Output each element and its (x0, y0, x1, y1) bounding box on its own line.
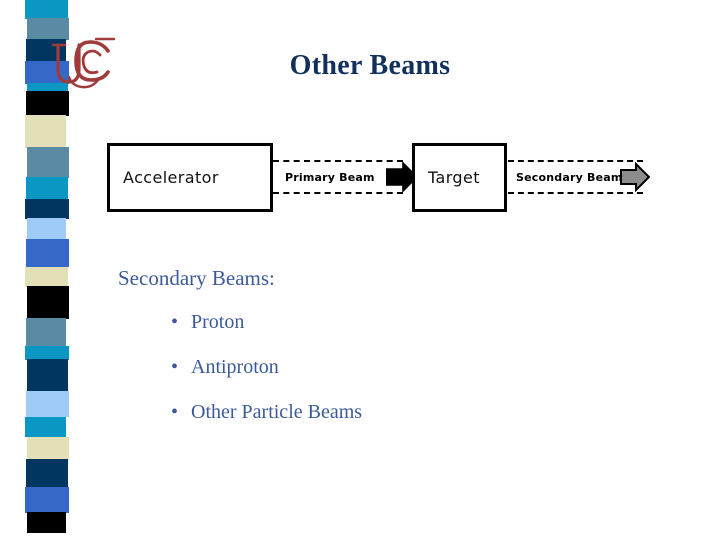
stripe-band (26, 391, 69, 418)
page-title: Other Beams (289, 50, 451, 81)
decorative-color-stripe (25, 0, 69, 533)
stripe-band (25, 266, 68, 288)
stripe-band (26, 90, 69, 116)
list-item-label: Other Particle Beams (191, 401, 363, 423)
stripe-band (27, 436, 69, 460)
accelerator-box: Accelerator (107, 143, 273, 212)
stripe-band (25, 115, 66, 148)
bullet-icon: • (171, 401, 179, 423)
primary-beam-arrow-icon (385, 161, 419, 197)
list-item: • Other Particle Beams (171, 401, 678, 424)
stripe-band (25, 198, 69, 219)
accelerator-box-label: Accelerator (123, 168, 219, 187)
secondary-beams-heading: Secondary Beams: (118, 266, 275, 290)
stripe-band (27, 83, 68, 92)
secondary-beams-list: • Proton • Antiproton • Other Particle B… (118, 311, 678, 424)
stripe-band (26, 459, 68, 488)
primary-beam-label: Primary Beam (285, 170, 375, 184)
stripe-band (25, 416, 66, 438)
stripe-band (25, 345, 69, 360)
bullet-icon: • (171, 356, 179, 378)
stripe-band (27, 147, 69, 178)
bullet-icon: • (171, 311, 179, 333)
stripe-band (27, 18, 69, 40)
target-box-label: Target (428, 168, 480, 187)
primary-beam-channel: Primary Beam (273, 160, 403, 194)
secondary-beam-label: Secondary Beam (516, 170, 623, 184)
secondary-beam-arrow-icon (620, 161, 651, 197)
stripe-band (27, 218, 66, 241)
body-content: Secondary Beams: • Proton • Antiproton •… (118, 268, 678, 446)
list-item-label: Proton (191, 311, 245, 333)
target-box: Target (412, 143, 507, 212)
stripe-band (26, 318, 66, 347)
list-item: • Antiproton (171, 356, 678, 379)
list-item: • Proton (171, 311, 678, 334)
list-item-label: Antiproton (191, 356, 279, 378)
secondary-beam-channel: Secondary Beam (508, 160, 643, 194)
stripe-band (26, 239, 69, 268)
stripe-band (27, 286, 69, 319)
uc-monogram-logo (48, 33, 120, 91)
stripe-band (26, 177, 68, 200)
stripe-band (25, 0, 68, 19)
stripe-band (27, 359, 68, 392)
stripe-band (27, 512, 66, 533)
stripe-band (25, 486, 69, 513)
